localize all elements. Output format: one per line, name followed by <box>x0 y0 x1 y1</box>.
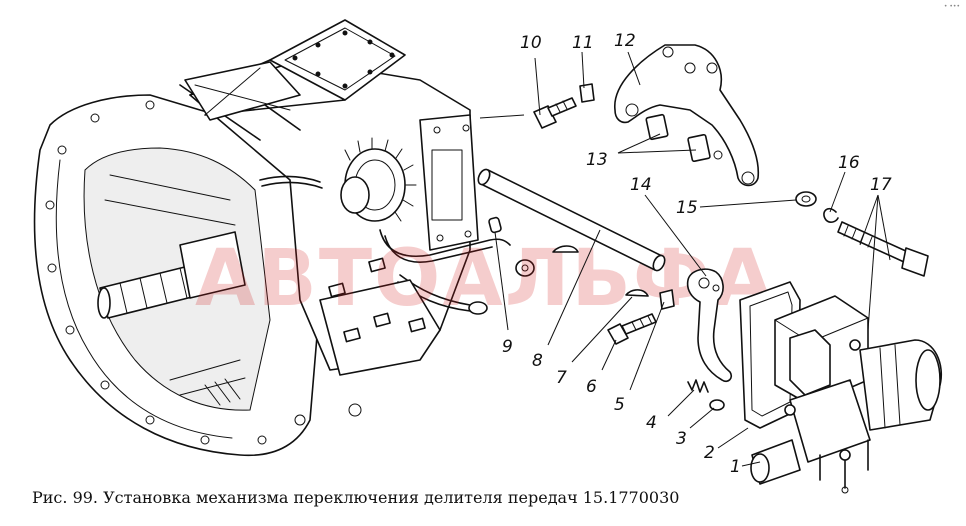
side-gear <box>340 137 417 222</box>
callout-10: 10 <box>520 33 542 53</box>
callout-11: 11 <box>572 33 594 53</box>
watermark-text: АВТОАЛЬФА <box>195 234 775 324</box>
callout-7: 7 <box>556 368 567 388</box>
top-cover <box>269 19 406 101</box>
part-15-washer <box>795 191 817 207</box>
callout-4: 4 <box>646 413 657 433</box>
callout-6: 6 <box>586 377 597 397</box>
part-9-pin <box>488 216 502 234</box>
figure-caption: Рис. 99. Установка механизма переключени… <box>32 488 680 507</box>
part-16-circlip <box>823 207 839 223</box>
input-shaft <box>97 231 246 319</box>
part-13-fork-pads <box>645 113 723 163</box>
part-1-actuator-unit <box>750 295 942 494</box>
callout-3: 3 <box>676 429 687 449</box>
part-14-lever <box>686 268 733 383</box>
part-11-washer <box>579 83 595 103</box>
part-8-shift-rod <box>477 168 666 272</box>
part-12-shift-fork <box>614 44 760 187</box>
callout-12: 12 <box>614 31 636 51</box>
housing-bolts <box>294 257 426 426</box>
callout-labels: 1 2 3 4 5 6 7 8 9 10 11 12 13 14 15 16 1… <box>502 31 892 477</box>
callout-8: 8 <box>532 351 543 371</box>
callout-2: 2 <box>704 443 715 463</box>
leader-lines <box>479 51 891 467</box>
callout-5: 5 <box>614 395 625 415</box>
callout-9: 9 <box>502 337 513 357</box>
callout-14: 14 <box>630 175 652 195</box>
part-17-long-bolt <box>837 221 929 277</box>
gearbox-housing <box>33 19 535 457</box>
callout-17: 17 <box>870 175 892 195</box>
callout-15: 15 <box>676 198 698 218</box>
part-10-bolt <box>533 97 577 129</box>
flange-bolt-holes <box>45 100 267 445</box>
callout-1: 1 <box>730 457 741 477</box>
part-7-key <box>552 245 649 297</box>
part-4-spring <box>687 379 709 393</box>
part-3-plug <box>709 399 725 411</box>
corner-mark: • ••• <box>943 3 960 10</box>
callout-16: 16 <box>838 153 860 173</box>
callout-13: 13 <box>586 150 608 170</box>
